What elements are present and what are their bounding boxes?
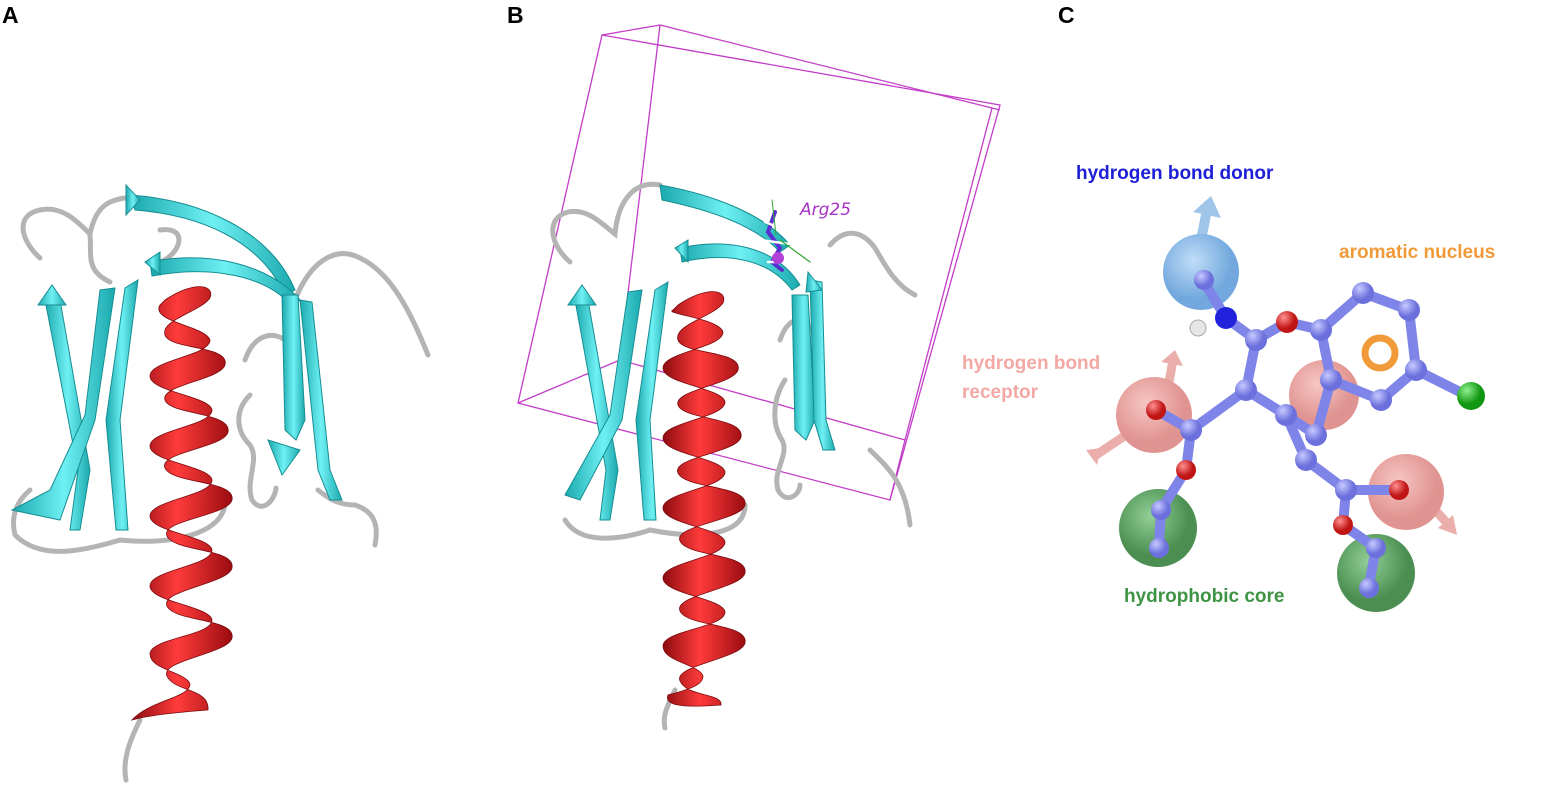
panel-label-a: A: [2, 2, 19, 28]
beta-strands-a: [10, 183, 343, 531]
loops-a: [11, 195, 431, 783]
panel-label-c: C: [1058, 2, 1075, 28]
hydrophobic-label: hydrophobic core: [1124, 586, 1285, 607]
protein-ribbon-b: [517, 24, 1001, 731]
alpha-helix-b: [662, 291, 746, 707]
panel-label-b: B: [507, 2, 524, 28]
donor-feature-sphere: [1163, 196, 1239, 310]
aromatic-label: aromatic nucleus: [1339, 242, 1496, 263]
acceptor-label-line1: hydrogen bond: [962, 353, 1101, 374]
acceptor-label-line2: receptor: [962, 382, 1039, 403]
alpha-helix-a: [130, 286, 233, 721]
molecule-atoms: [1146, 270, 1485, 598]
aromatic-ring-marker: [1361, 334, 1399, 372]
pharmacophore-model: [1086, 196, 1485, 612]
protein-ribbon-a: [10, 183, 431, 783]
donor-label: hydrogen bond donor: [1076, 163, 1274, 184]
residue-label: Arg25: [800, 200, 852, 220]
arg25-residue: [758, 199, 811, 272]
acceptor-label: hydrogen bond receptor: [962, 349, 1100, 407]
beta-strands-b: [564, 184, 836, 521]
